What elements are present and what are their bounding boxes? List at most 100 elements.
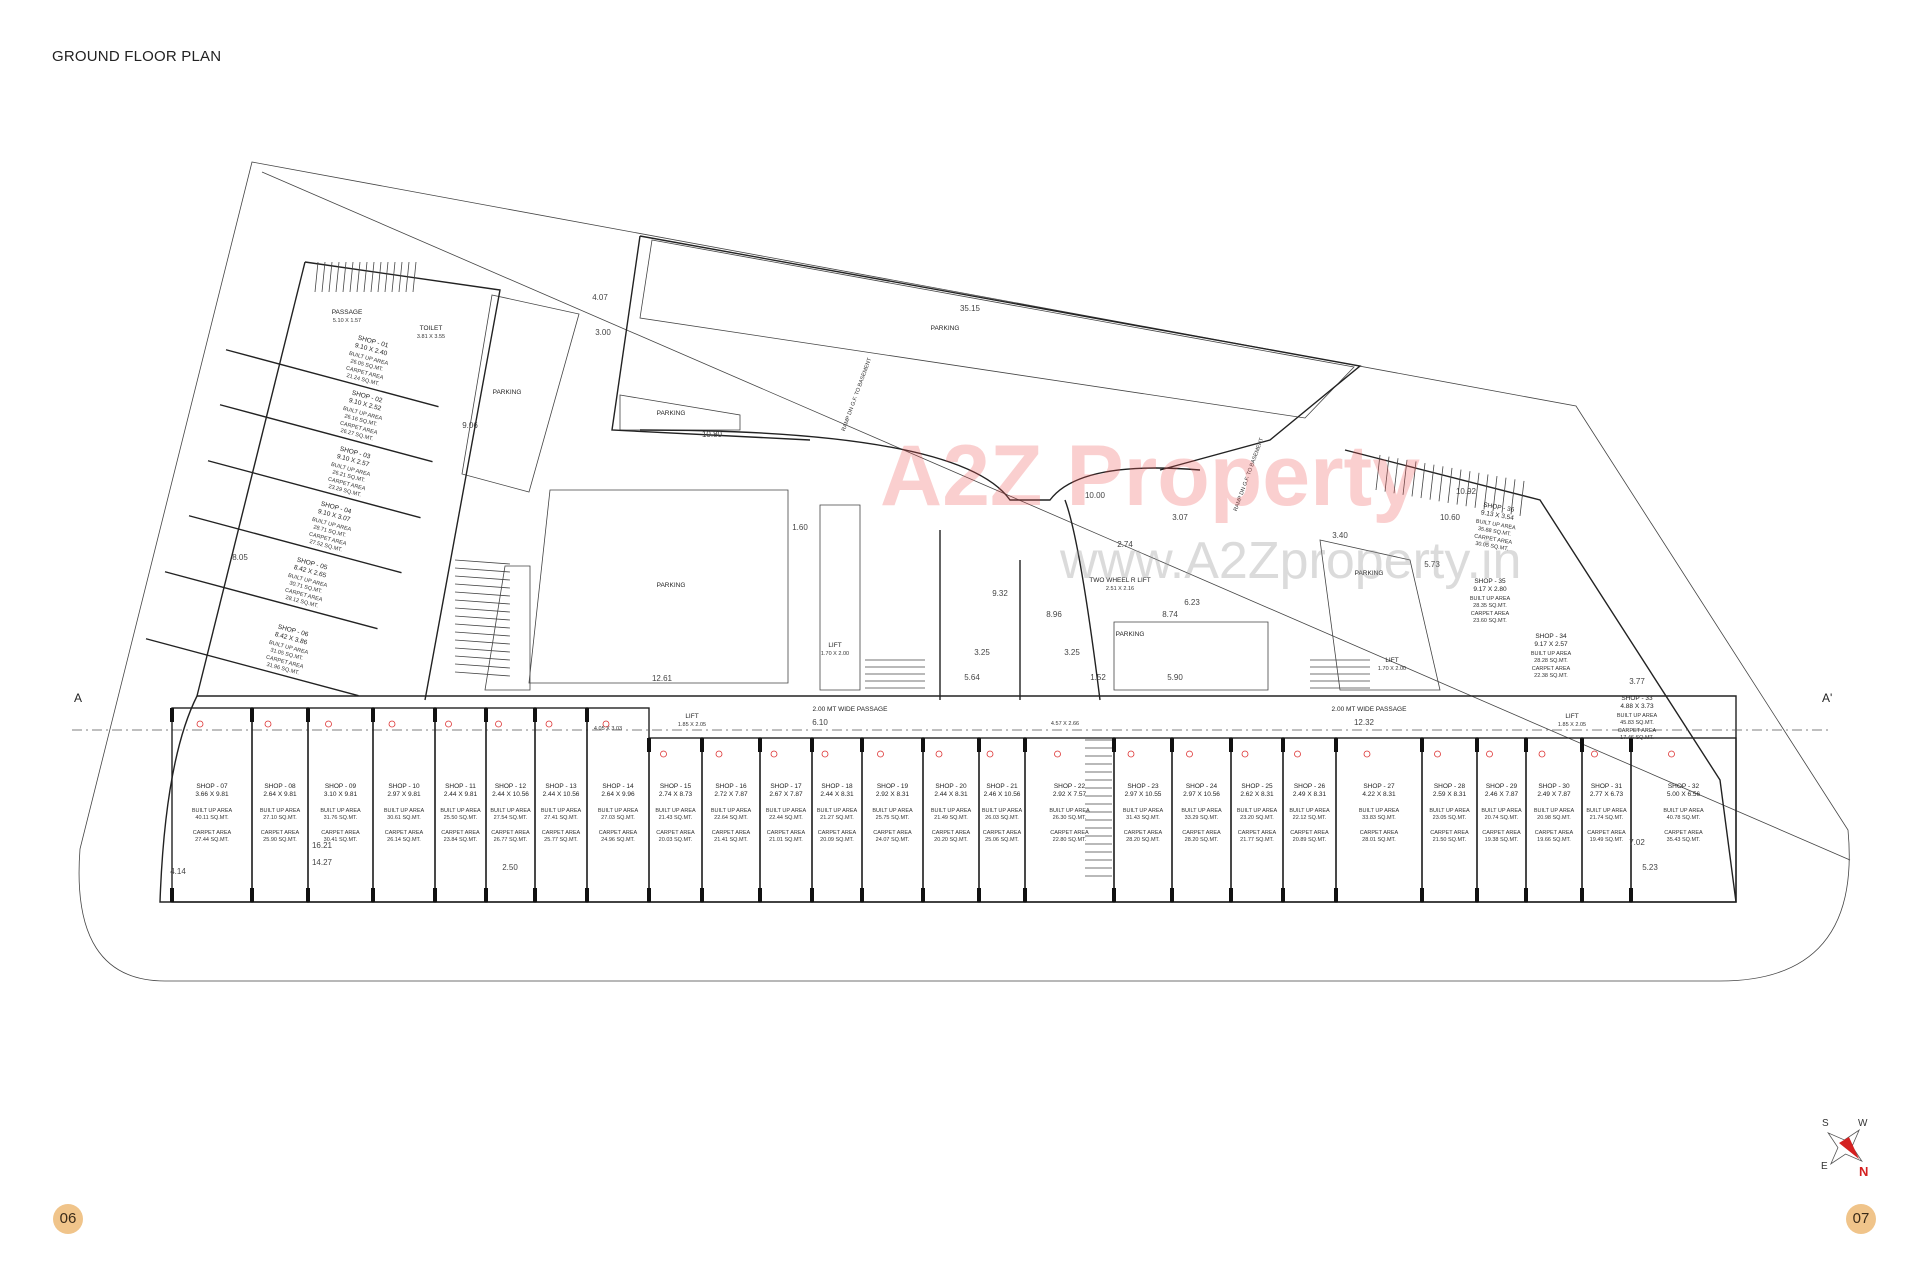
shop-name: SHOP - 10 <box>388 783 420 790</box>
shop-size: 2.67 X 7.87 <box>769 791 803 798</box>
dimension-value: 5.73 <box>1424 560 1440 569</box>
dimension-value: 10.80 <box>702 430 723 439</box>
carpet-area: 19.66 SQ.MT. <box>1537 837 1571 843</box>
dimension-value: 16.21 <box>312 841 333 850</box>
room-label: PARKING <box>657 582 686 589</box>
ramp-label: RAMP DN G.F. TO BASEMENT <box>841 357 873 433</box>
carpet-label: CARPET AREA <box>767 830 806 836</box>
shop-name: SHOP - 17 <box>770 783 802 790</box>
carpet-area: 27.44 SQ.MT. <box>195 837 229 843</box>
carpet-area: 25.77 SQ.MT. <box>544 837 578 843</box>
room-size: 1.70 X 2.00 <box>1378 666 1406 672</box>
room-size: 2.51 X 2.16 <box>1106 586 1134 592</box>
room-label: PARKING <box>657 410 686 417</box>
carpet-label: CARPET AREA <box>1532 666 1571 672</box>
carpet-area: 21.50 SQ.MT. <box>1433 837 1467 843</box>
room-name: PARKING <box>1355 570 1384 577</box>
carpet-label: CARPET AREA <box>1182 830 1221 836</box>
built-up-label: BUILT UP AREA <box>1586 808 1627 814</box>
built-up-label: BUILT UP AREA <box>1470 596 1511 602</box>
room-label: 2.00 MT WIDE PASSAGE <box>813 706 889 713</box>
shop-size: 5.00 X 6.56 <box>1667 791 1701 798</box>
carpet-area: 26.77 SQ.MT. <box>494 837 528 843</box>
room-label: 2.00 MT WIDE PASSAGE <box>1332 706 1408 713</box>
section-marker-a-prime: A' <box>1822 691 1832 705</box>
shop-name: SHOP - 19 <box>877 783 909 790</box>
shop-name: SHOP - 14 <box>602 783 634 790</box>
carpet-label: CARPET AREA <box>385 830 424 836</box>
carpet-area: 22.80 SQ.MT. <box>1053 837 1087 843</box>
carpet-area: 21.77 SQ.MT. <box>1240 837 1274 843</box>
shop-size: 2.92 X 7.57 <box>1053 791 1087 798</box>
dimension-value: 3.00 <box>595 328 611 337</box>
dimension-value: 1.52 <box>1090 673 1106 682</box>
site-boundary <box>78 161 1850 982</box>
svg-text:N: N <box>1859 1164 1868 1179</box>
shop-name: SHOP - 15 <box>660 783 692 790</box>
carpet-label: CARPET AREA <box>193 830 232 836</box>
shop-size: 2.77 X 6.73 <box>1590 791 1624 798</box>
carpet-area: 20.20 SQ.MT. <box>934 837 968 843</box>
carpet-label: CARPET AREA <box>1290 830 1329 836</box>
carpet-area: 28.20 SQ.MT. <box>1185 837 1219 843</box>
carpet-label: CARPET AREA <box>818 830 857 836</box>
built-up-label: BUILT UP AREA <box>1049 808 1090 814</box>
shop-size: 2.44 X 10.56 <box>492 791 529 798</box>
built-up-label: BUILT UP AREA <box>766 808 807 814</box>
shop-name: SHOP - 13 <box>545 783 577 790</box>
carpet-area: 30.41 SQ.MT. <box>324 837 358 843</box>
carpet-label: CARPET AREA <box>491 830 530 836</box>
built-up-label: BUILT UP AREA <box>982 808 1023 814</box>
shop-name: SHOP - 27 <box>1363 783 1395 790</box>
shop-size: 2.97 X 10.56 <box>1183 791 1220 798</box>
dimension-value: 5.90 <box>1167 673 1183 682</box>
built-up-label: BUILT UP AREA <box>1237 808 1278 814</box>
carpet-area: 19.49 SQ.MT. <box>1590 837 1624 843</box>
shop-size: 2.49 X 7.87 <box>1537 791 1571 798</box>
built-up-area: 31.76 SQ.MT. <box>324 815 358 821</box>
built-up-label: BUILT UP AREA <box>1359 808 1400 814</box>
built-up-label: BUILT UP AREA <box>1289 808 1330 814</box>
room-name: PASSAGE <box>332 309 363 316</box>
room-name: PARKING <box>657 582 686 589</box>
shop-size: 2.44 X 8.31 <box>820 791 854 798</box>
carpet-label: CARPET AREA <box>1238 830 1277 836</box>
built-up-area: 23.20 SQ.MT. <box>1240 815 1274 821</box>
carpet-area: 19.38 SQ.MT. <box>1485 837 1519 843</box>
built-up-area: 27.41 SQ.MT. <box>544 815 578 821</box>
